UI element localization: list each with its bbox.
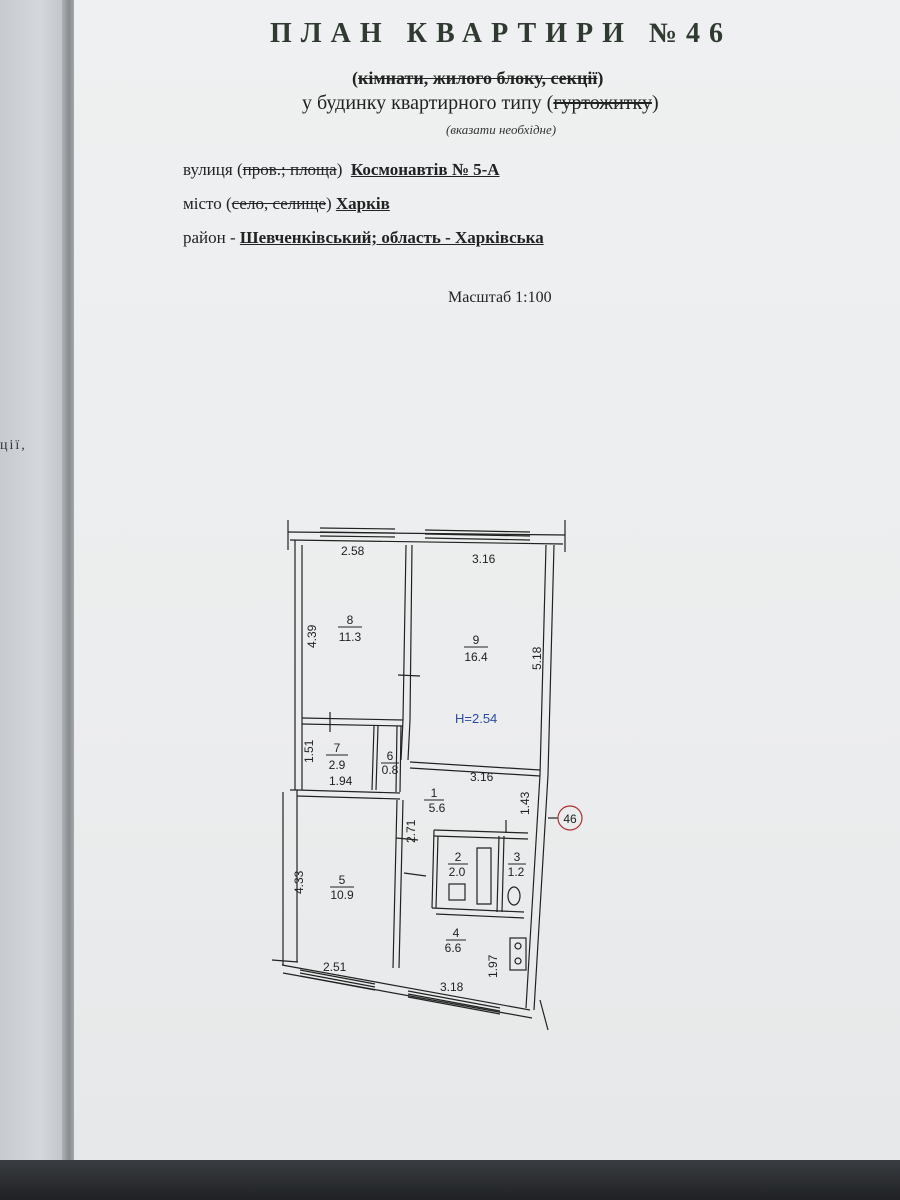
room-number: 8 xyxy=(347,613,354,627)
room-number: 1 xyxy=(431,786,438,800)
window-bottom-left xyxy=(299,969,376,991)
room-5: 510.9 xyxy=(330,873,354,902)
dimension-label: 1.43 xyxy=(518,791,532,815)
book-gutter xyxy=(62,0,76,1200)
dimension-label: 3.18 xyxy=(440,980,464,994)
street-label: вулиця xyxy=(183,160,233,179)
city-value: Харків xyxy=(335,194,390,213)
wall-2-3 xyxy=(496,835,505,913)
room-9: 916.4 xyxy=(464,633,488,664)
room-area: 0.8 xyxy=(382,763,399,777)
room-8: 811.3 xyxy=(338,613,362,644)
street-row: вулиця (пров.; площа) Космонавтів № 5-А xyxy=(183,160,500,179)
struck-subtitle-text: кімнати, жилого блоку, секції xyxy=(358,68,598,88)
building-type-prefix: у будинку квартирного типу ( xyxy=(302,92,554,114)
room-area: 2.9 xyxy=(329,758,346,772)
building-type-struck: гуртожитку xyxy=(553,92,652,114)
room-area: 2.0 xyxy=(449,865,466,879)
room-area: 10.9 xyxy=(330,888,354,902)
dimension-label: 3.16 xyxy=(472,552,496,566)
district-value: Шевченківський; область - Харківська xyxy=(239,228,544,247)
dimension-label: 5.18 xyxy=(530,646,544,670)
corner-ticks xyxy=(271,520,566,1031)
room-area: 16.4 xyxy=(464,650,488,664)
room-7: 72.9 xyxy=(326,741,348,772)
window-bottom-right xyxy=(407,990,501,1015)
window-top-right xyxy=(424,529,531,541)
dimension-label: 1.51 xyxy=(302,739,316,763)
ceiling-height-label: H=2.54 xyxy=(455,711,497,726)
stove-icon xyxy=(509,937,527,971)
street-struck: пров.; площа xyxy=(242,160,337,179)
room-3: 31.2 xyxy=(508,850,526,879)
city-struck: село, селище xyxy=(231,194,326,213)
wall-1-bath xyxy=(433,829,529,840)
indicate-note: (вказати необхідне) xyxy=(446,122,557,137)
dimension-label: 2.71 xyxy=(404,819,418,843)
door-marks xyxy=(329,674,507,877)
plan-walls xyxy=(271,520,566,1031)
room-number: 2 xyxy=(455,850,462,864)
dimension-label: 2.58 xyxy=(341,544,365,558)
building-type-suffix: ) xyxy=(651,92,659,114)
apartment-marker-label: 46 xyxy=(563,812,577,826)
wall-7-6 xyxy=(371,725,379,791)
bathtub-icon xyxy=(476,847,492,905)
city-label: місто xyxy=(183,194,222,213)
room-area: 5.6 xyxy=(429,801,446,815)
room-number: 4 xyxy=(453,926,460,940)
dimension-label: 1.97 xyxy=(486,954,500,978)
room-area: 11.3 xyxy=(339,630,362,644)
stove-burner-icon xyxy=(514,942,522,950)
dimension-label: 2.51 xyxy=(323,960,347,974)
wall-right-upper xyxy=(539,544,555,776)
wall-bath-left xyxy=(431,829,439,909)
toilet-icon xyxy=(507,886,521,906)
city-row: місто (село, селище) Харків xyxy=(183,194,390,213)
wall-9-7 xyxy=(400,719,411,761)
dark-background-strip xyxy=(0,1160,900,1200)
district-row: район - Шевченківський; область - Харків… xyxy=(183,228,544,248)
scale-label: Масштаб 1:100 xyxy=(448,289,552,306)
room-number: 5 xyxy=(339,873,346,887)
room-2: 22.0 xyxy=(448,850,468,879)
wall-6-1 xyxy=(395,725,402,793)
wall-right-lower xyxy=(525,774,549,1011)
room-area: 6.6 xyxy=(445,941,462,955)
sink-icon xyxy=(448,883,466,901)
room-number: 6 xyxy=(387,749,394,763)
room-1: 15.6 xyxy=(424,786,446,815)
room-area: 1.2 xyxy=(508,865,525,879)
window-top-left xyxy=(319,527,396,538)
district-label: район - xyxy=(183,228,236,247)
wall-8-7 xyxy=(301,717,404,727)
room-labels: 811.3 916.4 72.9 60.8 15.6 510.9 22.0 31… xyxy=(326,613,526,955)
dimension-label: 1.94 xyxy=(329,774,353,788)
wall-8-9 xyxy=(402,544,413,721)
wall-5-4 xyxy=(392,799,404,969)
room-6: 60.8 xyxy=(381,749,399,777)
wall-9-1 xyxy=(409,761,541,777)
room-number: 9 xyxy=(473,633,480,647)
dimension-labels: 2.58 3.16 4.39 5.18 1.51 1.94 3.16 1.43 … xyxy=(292,544,544,994)
room-number: 3 xyxy=(514,850,521,864)
stove-burner-icon xyxy=(514,957,522,965)
wall-7-5 xyxy=(296,789,401,800)
struck-subtitle: (кімнати, жилого блоку, секції) xyxy=(352,68,604,88)
wall-bath-bottom xyxy=(431,907,525,919)
room-4: 46.6 xyxy=(445,926,466,955)
dimension-label: 3.16 xyxy=(470,770,494,784)
document-page xyxy=(74,0,900,1160)
building-type-line: у будинку квартирного типу (гуртожитку) xyxy=(302,92,659,115)
street-value: Космонавтів № 5-А xyxy=(350,160,500,179)
left-page-edge: ції, xyxy=(0,0,74,1200)
wall-left-upper xyxy=(294,540,303,790)
left-page-text-fragment: ції, xyxy=(0,438,27,453)
room-number: 7 xyxy=(334,741,341,755)
dimension-label: 4.39 xyxy=(305,624,319,648)
dimension-label: 4.33 xyxy=(292,870,306,894)
page-title: ПЛАН КВАРТИРИ №46 xyxy=(270,18,732,49)
apartment-marker-circle xyxy=(557,805,583,831)
